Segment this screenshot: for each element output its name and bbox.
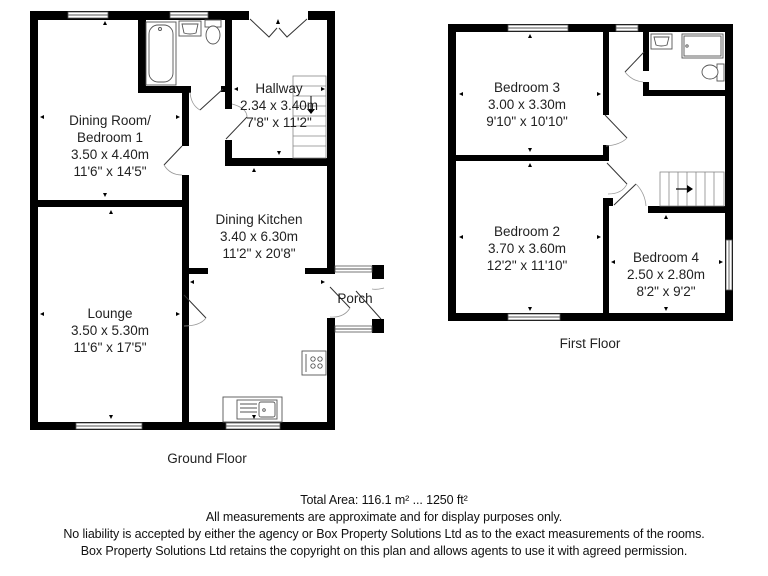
ground-floor-plan: Dining Room/ Bedroom 1 3.50 x 4.40m 11'6… xyxy=(30,11,385,466)
room-imperial: 12'2" x 11'10" xyxy=(487,258,568,273)
door xyxy=(225,116,248,140)
door xyxy=(199,88,224,111)
room-name: Bedroom 2 xyxy=(494,224,560,239)
porch-outer-door xyxy=(355,290,382,320)
bathtub xyxy=(145,21,177,86)
room-imperial: 11'6" x 14'5" xyxy=(73,164,146,179)
wall xyxy=(182,268,208,274)
hob xyxy=(301,350,327,376)
wall xyxy=(327,11,335,271)
wall xyxy=(448,155,609,161)
room-metric: 2.34 x 3.40m xyxy=(240,98,318,113)
room-name: Dining Room/ xyxy=(69,113,151,128)
wall xyxy=(643,90,726,96)
stair-direction-arrow-icon xyxy=(307,109,315,114)
wall xyxy=(448,24,733,32)
wall xyxy=(372,319,384,333)
wall xyxy=(327,318,335,430)
room-imperial: 11'2" x 20'8" xyxy=(222,246,295,261)
wall xyxy=(603,145,609,160)
disclaimer-line: All measurements are approximate and for… xyxy=(205,510,563,524)
staircase xyxy=(659,171,725,207)
room-metric: 2.50 x 2.80m xyxy=(627,267,705,282)
wall xyxy=(643,31,649,71)
room-metric: 3.50 x 5.30m xyxy=(71,323,149,338)
wall xyxy=(30,11,249,20)
wall xyxy=(30,11,38,430)
wall xyxy=(603,198,609,313)
room-metric: 3.00 x 3.30m xyxy=(488,97,566,112)
wall xyxy=(30,422,335,430)
floor-label: First Floor xyxy=(560,336,621,351)
door xyxy=(624,51,645,73)
wall xyxy=(448,313,733,321)
wall xyxy=(225,158,335,166)
wall xyxy=(225,140,232,165)
wall xyxy=(603,198,613,206)
room-imperial: 8'2" x 9'2" xyxy=(636,284,695,299)
room-name: Lounge xyxy=(87,306,132,321)
front-door xyxy=(249,18,278,38)
room-metric: 3.40 x 6.30m xyxy=(220,229,298,244)
room-name: Porch xyxy=(337,291,372,306)
room-imperial: 9'10" x 10'10" xyxy=(486,114,568,129)
door xyxy=(163,145,183,166)
room-name: Bedroom 4 xyxy=(633,250,700,265)
disclaimer-footer: Total Area: 116.1 m² ... 1250 ft² All me… xyxy=(0,492,768,560)
wall xyxy=(372,265,384,279)
room-imperial: 11'6" x 17'5" xyxy=(73,340,146,355)
staircase xyxy=(292,75,327,159)
first-floor-plan: Bedroom 3 3.00 x 3.30m 9'10" x 10'10" Be… xyxy=(448,24,733,351)
room-name: Bedroom 3 xyxy=(494,80,560,95)
basin xyxy=(650,33,673,50)
basin xyxy=(178,20,202,37)
wall xyxy=(30,200,189,207)
room-name: Dining Kitchen xyxy=(215,212,302,227)
wall xyxy=(725,24,733,321)
floor-label: Ground Floor xyxy=(167,451,247,466)
wall xyxy=(603,31,609,115)
wall xyxy=(308,11,335,20)
room-metric: 3.70 x 3.60m xyxy=(488,241,566,256)
door xyxy=(606,162,628,185)
wall xyxy=(648,206,733,213)
porch-inner-door xyxy=(329,286,351,309)
door xyxy=(613,183,637,206)
door xyxy=(604,114,628,139)
wall xyxy=(643,82,649,96)
wall xyxy=(225,19,232,109)
copyright-line: Box Property Solutions Ltd retains the c… xyxy=(80,544,688,558)
wall xyxy=(182,86,189,146)
door xyxy=(183,294,207,319)
kitchen-sink xyxy=(222,396,283,423)
room-imperial: 7'8" x 11'2" xyxy=(246,115,312,130)
wall xyxy=(221,86,227,92)
stair-direction-arrow-icon xyxy=(687,185,693,193)
room-name: Hallway xyxy=(255,81,303,96)
wall xyxy=(305,268,335,274)
total-area: Total Area: 116.1 m² ... 1250 ft² xyxy=(300,493,468,507)
room-name: Bedroom 1 xyxy=(77,130,143,145)
shower-tray xyxy=(681,33,724,59)
room-metric: 3.50 x 4.40m xyxy=(71,147,149,162)
disclaimer-line: No liability is accepted by either the a… xyxy=(63,527,705,541)
wall xyxy=(182,175,189,422)
wall xyxy=(138,86,191,93)
wall xyxy=(138,19,146,93)
wall xyxy=(448,24,456,321)
